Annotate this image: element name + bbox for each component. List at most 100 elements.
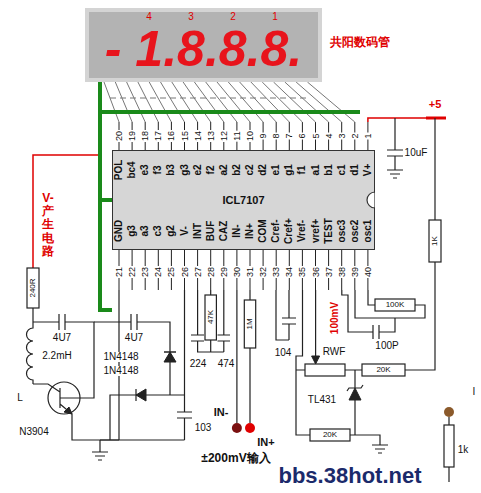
pin-number: 33 (272, 266, 281, 278)
display-lead (161, 82, 185, 122)
component-label: 103 (194, 423, 213, 433)
ic-chip: ICL7107 (112, 150, 375, 250)
component-label: 4U7 (52, 333, 72, 343)
pin-number: 29 (219, 266, 228, 278)
pin-name: a2 (219, 164, 229, 175)
display-lead (127, 82, 146, 122)
component-label: N3904 (18, 427, 49, 437)
pin-number: 24 (154, 266, 163, 278)
component-label: L (16, 393, 24, 403)
aux-part (444, 407, 454, 482)
component-label: 1k (457, 445, 470, 455)
pin-number: 8 (272, 132, 281, 139)
display-lead (206, 82, 237, 122)
pin-number: 1 (363, 132, 372, 139)
display-type-note: 共阳数码管 (330, 36, 390, 48)
display-lead (194, 82, 223, 122)
pin-name: f3 (153, 166, 163, 175)
pin-name: d2 (258, 164, 268, 176)
pin-name: CAZ (219, 221, 229, 242)
pin-number: 3 (337, 132, 346, 139)
tl431-symbol (349, 388, 361, 400)
display-lead (307, 82, 354, 122)
pin-name: c2 (245, 164, 255, 175)
pin-number: 11 (232, 130, 241, 141)
digit-number: 2 (230, 12, 236, 22)
component-label: 104 (274, 348, 293, 358)
display-lead (262, 82, 302, 122)
pin-number: 12 (219, 130, 228, 142)
pin-number: 15 (180, 130, 189, 142)
pin-name: g2 (166, 225, 176, 237)
pin-number: 40 (363, 266, 372, 278)
pin-name: V- (180, 226, 190, 235)
pin-number: 6 (298, 132, 307, 139)
pin-name: V+ (363, 164, 373, 177)
pin-name: c1 (337, 164, 347, 175)
integrator-parts (185, 290, 297, 433)
pin-number: 32 (259, 266, 268, 278)
pin-number: 16 (167, 130, 176, 142)
display-lead (251, 82, 289, 122)
pin-name: TEST (324, 218, 334, 244)
pin-name: b3 (166, 164, 176, 176)
wiper-arrow (312, 356, 320, 364)
pin-name: GND (114, 220, 124, 242)
red-supply-wire (33, 118, 446, 268)
resistor-symbol (205, 295, 216, 340)
digit-number: 1 (272, 12, 278, 22)
pin-number: 18 (141, 130, 150, 142)
resistor-symbol (27, 268, 39, 308)
component-label: 1N4148 (102, 366, 139, 376)
resistor-symbol (444, 425, 454, 467)
pin-name: vref+ (311, 219, 321, 243)
input-terminal (232, 423, 242, 433)
pin-number: 28 (206, 266, 215, 278)
wiper (315, 290, 316, 358)
component-value: 100K (385, 301, 406, 309)
component-label: TL431 (307, 395, 337, 405)
display-lead (172, 82, 198, 122)
input-terminal (245, 423, 255, 433)
display-lead (149, 82, 171, 122)
pin-number: 17 (154, 130, 163, 142)
pin-name: Vref- (297, 220, 307, 242)
capacitor-symbol (94, 314, 170, 395)
pin-number: 35 (298, 266, 307, 278)
pin-number: 34 (285, 266, 294, 278)
tl431-symbol (347, 370, 363, 435)
display-lead (183, 82, 211, 122)
pin-name: a3 (140, 225, 150, 236)
pin-name: d1 (350, 164, 360, 176)
supply-label: +5 (429, 99, 442, 110)
component-label: 4U7 (124, 333, 144, 343)
component-label: 100P (374, 341, 399, 351)
pin-name: POL (114, 160, 124, 181)
pin-name: IN+ (245, 223, 255, 239)
display-lead (274, 82, 316, 122)
digit-number: 4 (146, 12, 152, 22)
pin-number: 4 (324, 132, 333, 139)
pin-number: 13 (206, 130, 215, 142)
pin-number: 31 (246, 266, 255, 278)
component-label: 224 (189, 359, 208, 369)
pin-name: c3 (153, 225, 163, 236)
component-value: 20K (322, 431, 338, 439)
pin-name: e3 (140, 164, 150, 175)
input-note: ±200mV输入 (200, 452, 271, 464)
pin-name: b1 (324, 164, 334, 176)
pin-name: osc1 (363, 220, 373, 243)
seven-segment-display: - 1.8.8.8. (85, 8, 322, 82)
terminal-label: IN+ (256, 437, 275, 448)
reference-parts (296, 290, 405, 453)
component-value: 1M (246, 317, 254, 330)
component-label: 2.2mH (41, 351, 72, 361)
potentiometer-symbol (305, 364, 345, 376)
pin-name: g3 (180, 164, 190, 176)
pin-number: 19 (128, 130, 137, 142)
section-title: V-产生电路 (42, 192, 54, 258)
pin-number: 5 (311, 132, 320, 139)
pin-name: osc2 (350, 220, 360, 243)
display-lead (138, 82, 158, 122)
pin-number: 10 (246, 130, 255, 142)
